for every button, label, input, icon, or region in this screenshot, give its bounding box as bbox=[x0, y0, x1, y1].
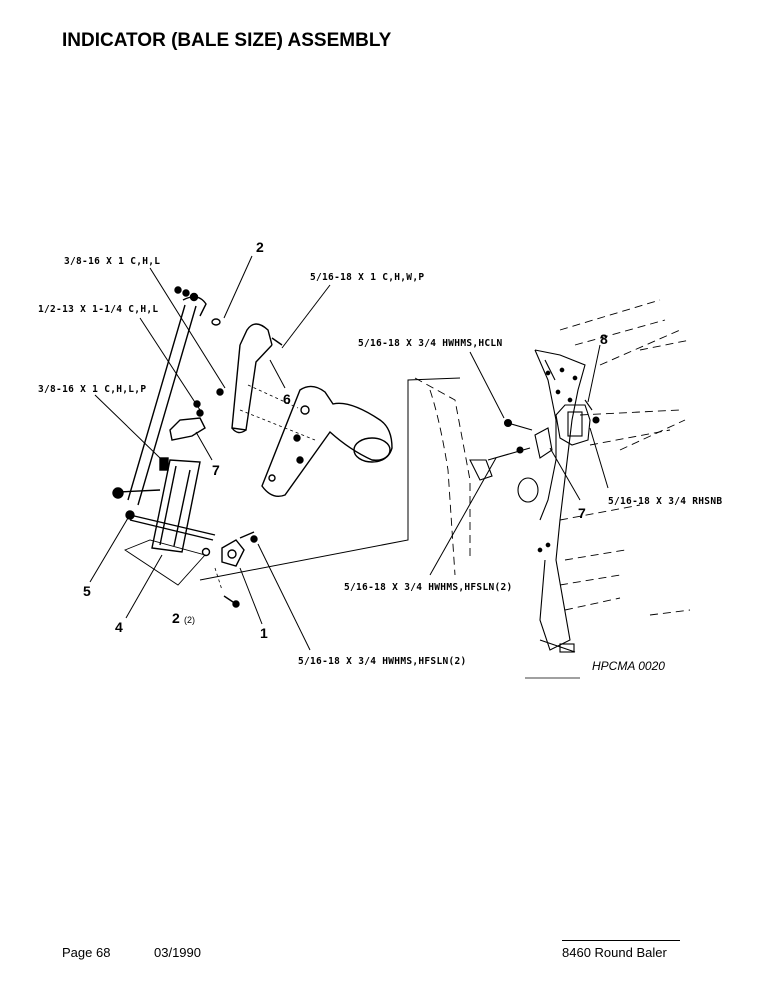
part-number-4: 5 bbox=[83, 583, 91, 599]
hardware-callout-7: 5/16-18 X 3/4 HWHMS,HFSLN(2) bbox=[344, 582, 513, 593]
diagram-reference-code: HPCMA 0020 bbox=[592, 659, 665, 673]
hardware-callout-1: 3/8-16 X 1 C,H,L bbox=[64, 256, 160, 267]
part-number-6: 7 bbox=[212, 462, 220, 478]
hardware-callout-4: 5/16-18 X 1 C,H,W,P bbox=[310, 272, 424, 283]
revision-date: 03/1990 bbox=[154, 945, 201, 960]
page-title: INDICATOR (BALE SIZE) ASSEMBLY bbox=[62, 30, 392, 51]
part-number-7: 7 bbox=[578, 505, 586, 521]
hardware-callout-5: 5/16-18 X 3/4 HWHMS,HCLN bbox=[358, 338, 502, 349]
footer-rule bbox=[562, 940, 680, 941]
part-number-1: 1 bbox=[260, 625, 268, 641]
part-number-2: 2 bbox=[256, 239, 264, 255]
part-number-3: 4 bbox=[115, 619, 123, 635]
hardware-callout-6: 5/16-18 X 3/4 RHSNB bbox=[608, 496, 722, 507]
leader-lines bbox=[89, 255, 609, 651]
part-number-8: 8 bbox=[600, 331, 608, 347]
page-number: Page 68 bbox=[62, 945, 111, 960]
quantity-note: (2) bbox=[184, 615, 195, 625]
hardware-callout-3: 3/8-16 X 1 C,H,L,P bbox=[38, 384, 146, 395]
indicator-assembly-drawing bbox=[112, 286, 393, 608]
hardware-callout-8: 5/16-18 X 3/4 HWHMS,HFSLN(2) bbox=[298, 656, 467, 667]
part-number-2-qty: 2 bbox=[172, 610, 180, 626]
baler-frame-drawing bbox=[414, 299, 691, 653]
model-name: 8460 Round Baler bbox=[562, 945, 667, 960]
part-number-5: 6 bbox=[283, 391, 291, 407]
hardware-callout-2: 1/2-13 X 1-1/4 C,H,L bbox=[38, 304, 158, 315]
